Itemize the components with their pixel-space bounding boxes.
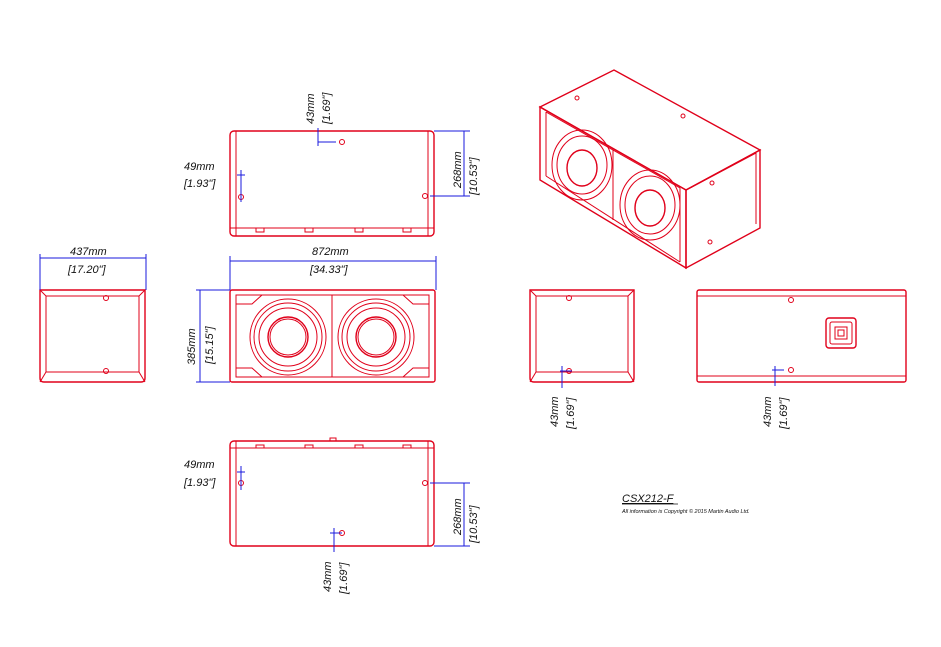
dim-label: [34.33"] — [309, 264, 348, 276]
dim-label: [1.69"] — [338, 562, 350, 595]
woofer-left — [249, 298, 327, 376]
bottom-view-outline — [229, 440, 435, 547]
dim-label: 385mm — [186, 328, 198, 365]
left-side-outline — [39, 289, 146, 383]
woofer-right — [337, 298, 415, 376]
dim-label: [17.20"] — [67, 264, 106, 276]
isometric-view — [538, 69, 762, 270]
mount-point — [339, 139, 345, 145]
connector-panel — [825, 317, 857, 349]
dim-label: [10.53"] — [468, 157, 480, 196]
copyright-notice: All information is Copyright © 2015 Mart… — [621, 508, 750, 515]
dim-label: 43mm — [762, 396, 774, 427]
dim-label: [1.69"] — [565, 397, 577, 430]
left-side-view: 437mm [17.20"] — [39, 246, 147, 383]
dim-label: [1.93"] — [183, 477, 216, 489]
right-side-view: 43mm [1.69"] — [529, 289, 635, 430]
dim-label: [1.93"] — [183, 178, 216, 190]
dim-label: 43mm — [549, 396, 561, 427]
dim-label: 268mm — [452, 498, 464, 536]
dim-label: [10.53"] — [468, 505, 480, 544]
mount-point — [422, 193, 428, 199]
dim-label: [15.15"] — [204, 326, 216, 365]
front-view: 872mm [34.33"] 385mm [15.15"] — [186, 246, 437, 383]
model-name: CSX212-F — [622, 493, 675, 505]
dim-label: 43mm — [322, 561, 334, 592]
dim-label: [1.69"] — [321, 92, 333, 125]
dim-label: 49mm — [184, 161, 215, 173]
dim-label: 872mm — [312, 246, 349, 258]
rear-view-outline — [696, 289, 907, 383]
front-view-outline — [229, 289, 436, 383]
dim-label: [1.69"] — [778, 397, 790, 430]
rear-view: 43mm [1.69"] — [696, 289, 907, 430]
dim-label: 43mm — [305, 93, 317, 124]
dim-label: 268mm — [452, 151, 464, 189]
top-view: 43mm [1.69"] 49mm [1.93"] 268mm [10.53"] — [183, 92, 480, 237]
top-view-outline — [229, 130, 435, 237]
bottom-view: 49mm [1.93"] 268mm [10.53"] 43mm [1.69"] — [183, 437, 480, 595]
title-block: CSX212-F All information is Copyright © … — [621, 493, 750, 515]
dim-label: 437mm — [70, 246, 107, 258]
dim-label: 49mm — [184, 459, 215, 471]
right-side-outline — [529, 289, 635, 383]
